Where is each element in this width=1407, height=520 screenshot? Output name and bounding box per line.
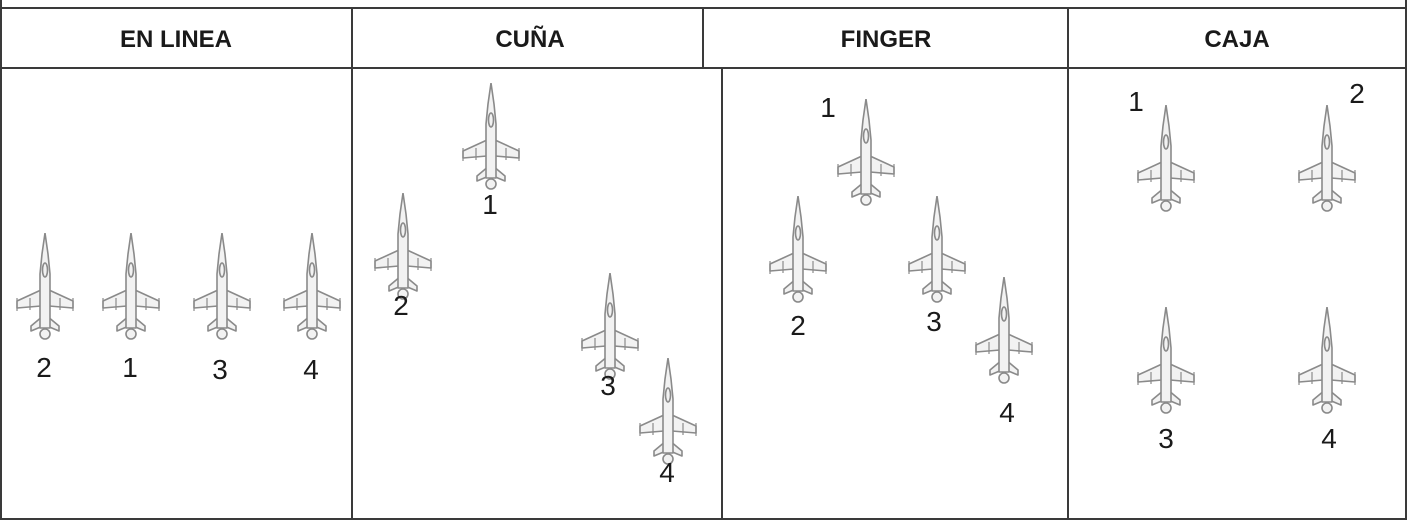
fighter-jet-icon xyxy=(769,196,827,303)
fighter-jet-icon xyxy=(639,358,697,465)
fighter-jet-icon xyxy=(102,233,160,340)
header-en-linea: EN LINEA xyxy=(120,26,232,53)
aircraft-2-3: 3 xyxy=(581,273,639,401)
aircraft-number: 4 xyxy=(303,354,319,385)
fighter-jet-icon xyxy=(1298,105,1356,212)
aircraft-layer: 2 1 3 4 1 2 3 4 1 2 3 4 1 2 3 4 xyxy=(16,78,1365,488)
aircraft-number: 3 xyxy=(926,306,942,337)
column-headers: EN LINEA CUÑA FINGER CAJA xyxy=(120,25,1270,53)
aircraft-2-2: 2 xyxy=(374,193,432,321)
aircraft-number: 1 xyxy=(482,189,498,220)
aircraft-4-1: 1 xyxy=(1128,86,1195,212)
fighter-jet-icon xyxy=(1137,105,1195,212)
aircraft-number: 3 xyxy=(212,354,228,385)
aircraft-3-4: 4 xyxy=(975,277,1033,428)
fighter-jet-icon xyxy=(908,196,966,303)
fighter-jet-icon xyxy=(16,233,74,340)
aircraft-1-4: 4 xyxy=(283,233,341,385)
aircraft-number: 2 xyxy=(36,352,52,383)
aircraft-number: 4 xyxy=(659,457,675,488)
fighter-jet-icon xyxy=(193,233,251,340)
fighter-jet-icon xyxy=(1137,307,1195,414)
aircraft-number: 2 xyxy=(393,290,409,321)
aircraft-number: 4 xyxy=(999,397,1015,428)
aircraft-4-4: 4 xyxy=(1298,307,1356,454)
fighter-jet-icon xyxy=(374,193,432,300)
fighter-jet-icon xyxy=(462,83,520,190)
aircraft-number: 1 xyxy=(1128,86,1144,117)
aircraft-number: 2 xyxy=(1349,78,1365,109)
aircraft-number: 1 xyxy=(820,92,836,123)
fighter-jet-icon xyxy=(1298,307,1356,414)
aircraft-number: 3 xyxy=(1158,423,1174,454)
aircraft-number: 2 xyxy=(790,310,806,341)
aircraft-1-1: 2 xyxy=(16,233,74,383)
aircraft-number: 3 xyxy=(600,370,616,401)
aircraft-number: 1 xyxy=(122,352,138,383)
fighter-jet-icon xyxy=(283,233,341,340)
fighter-jet-icon xyxy=(837,99,895,206)
header-cuna: CUÑA xyxy=(495,25,564,53)
aircraft-3-2: 2 xyxy=(769,196,827,341)
aircraft-3-3: 3 xyxy=(908,196,966,337)
aircraft-1-2: 1 xyxy=(102,233,160,383)
fighter-jet-icon xyxy=(975,277,1033,384)
aircraft-2-1: 1 xyxy=(462,83,520,220)
aircraft-3-1: 1 xyxy=(820,92,895,206)
header-finger: FINGER xyxy=(841,26,932,53)
aircraft-1-3: 3 xyxy=(193,233,251,385)
aircraft-2-4: 4 xyxy=(639,358,697,488)
fighter-jet-icon xyxy=(581,273,639,380)
aircraft-4-2: 2 xyxy=(1298,78,1365,212)
aircraft-number: 4 xyxy=(1321,423,1337,454)
header-caja: CAJA xyxy=(1204,26,1269,53)
aircraft-4-3: 3 xyxy=(1137,307,1195,454)
